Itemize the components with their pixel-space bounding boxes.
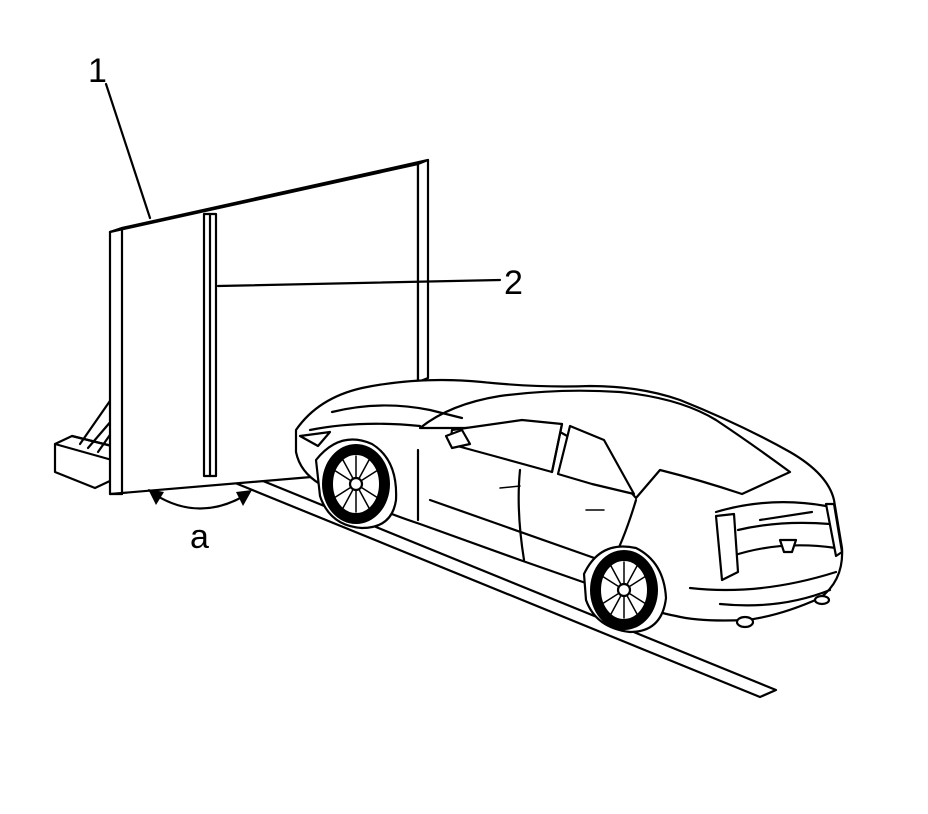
angle-arc <box>148 489 252 510</box>
callout-2-label: 2 <box>504 264 523 302</box>
exhaust-tip-icon <box>735 615 755 629</box>
panel-support-stand <box>53 396 114 490</box>
callout-1-label: 1 <box>88 52 107 90</box>
callout-1-leader <box>104 82 152 220</box>
hood-line <box>330 404 464 420</box>
callout-2-leader <box>216 278 502 288</box>
rear-emblem-icon <box>778 538 798 554</box>
vehicle <box>294 378 844 634</box>
rear-bumper <box>688 570 838 629</box>
front-wheel <box>314 438 398 530</box>
side-mirror <box>444 428 472 450</box>
angle-arrow-left <box>148 489 164 505</box>
door-lines <box>416 448 638 568</box>
tail-lights <box>714 502 844 582</box>
vertical-reference-line <box>202 212 218 478</box>
angle-arrow-right <box>236 490 252 506</box>
side-windows <box>448 418 636 496</box>
headlight <box>298 430 332 448</box>
callout-a-label: a <box>190 518 209 556</box>
rear-wheel <box>582 545 668 634</box>
